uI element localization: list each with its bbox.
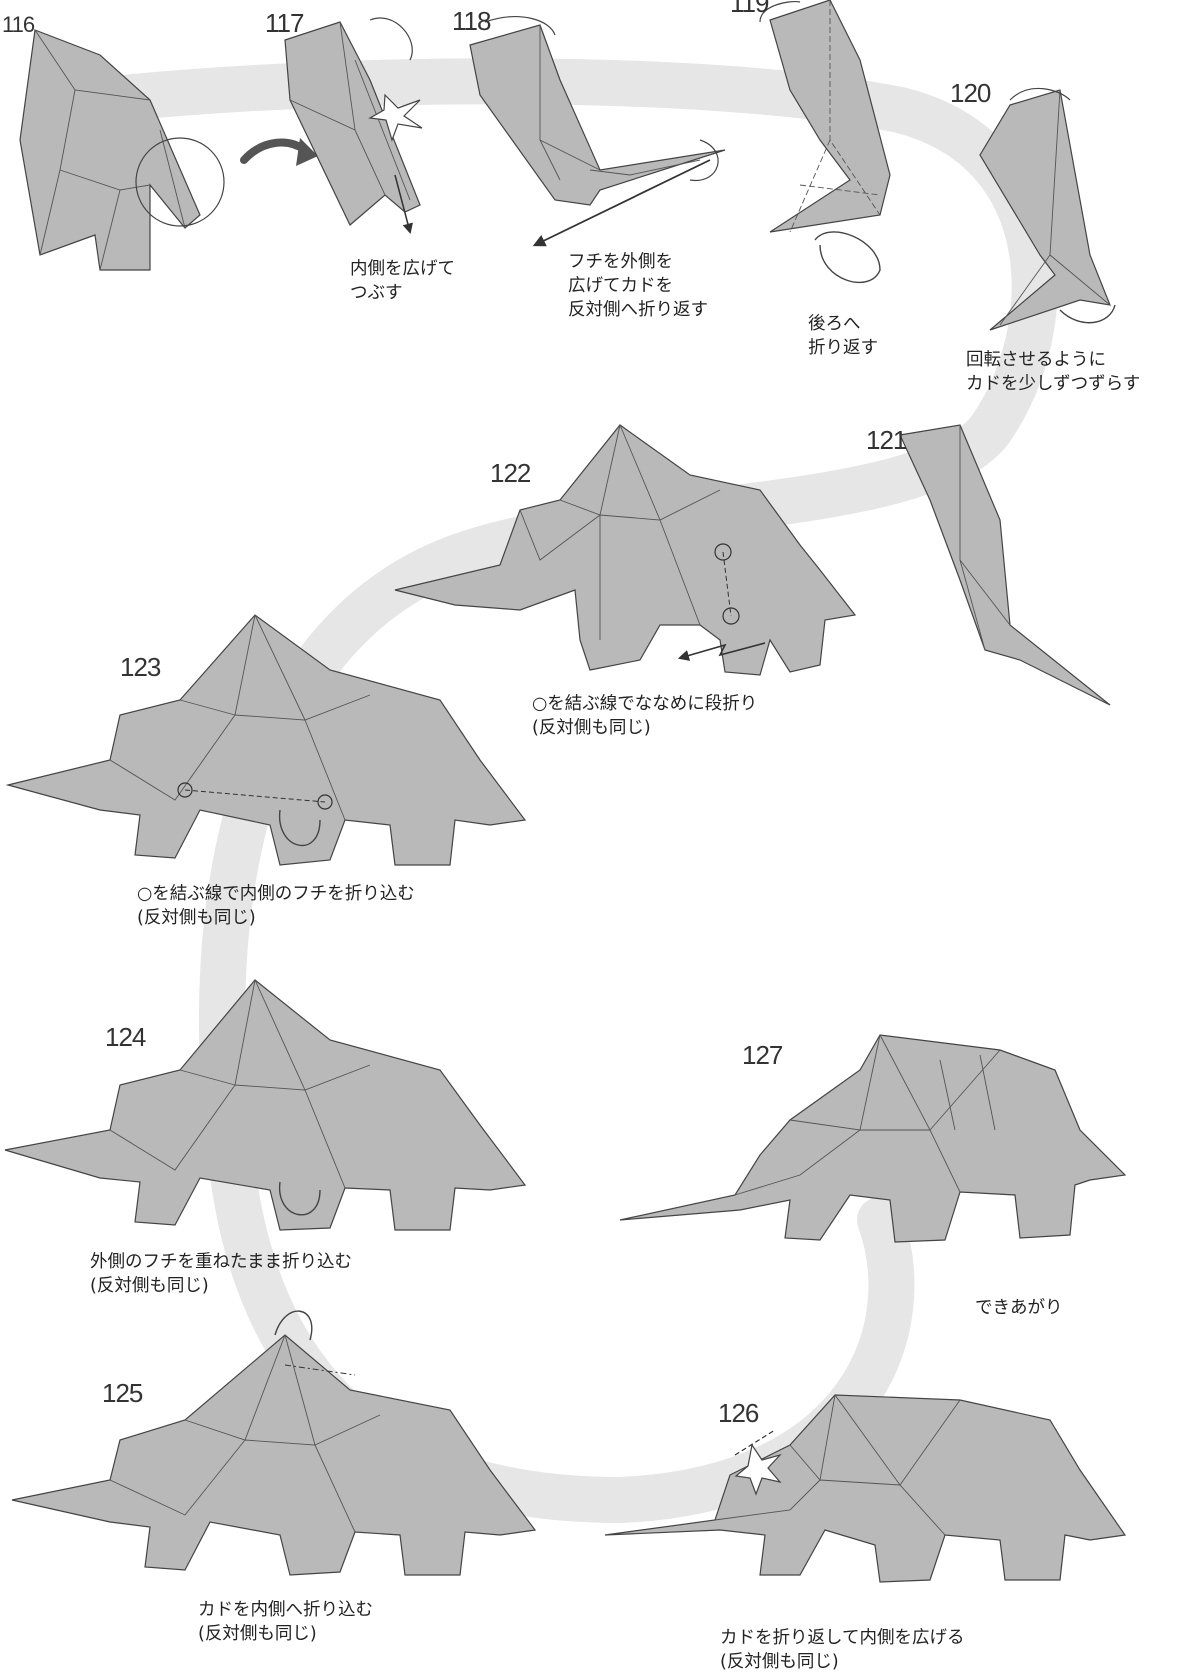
step-126-figure xyxy=(604,1394,1127,1583)
step-123-caption: ○を結ぶ線で内側のフチを折り込む(反対側も同じ) xyxy=(137,884,415,928)
step-122-caption: ○を結ぶ線でななめに段折り(反対側も同じ) xyxy=(532,694,758,738)
step-127-caption: できあがり xyxy=(975,1298,1063,1318)
step-number-122: 122 xyxy=(490,458,531,488)
step-119-figure xyxy=(759,0,891,284)
step-120-figure xyxy=(979,87,1116,331)
step-number-123: 123 xyxy=(120,652,161,682)
step-117-figure xyxy=(284,17,423,235)
step-116-figure xyxy=(19,29,318,271)
step-number-126: 126 xyxy=(718,1398,759,1428)
step-number-127: 127 xyxy=(742,1040,783,1070)
step-number-121: 121 xyxy=(866,425,907,455)
step-118-caption: フチを外側を広げてカドを反対側へ折り返す xyxy=(568,252,708,320)
step-125-figure xyxy=(11,1310,537,1576)
step-number-120: 120 xyxy=(950,78,991,108)
step-125-caption: カドを内側へ折り込む(反対側も同じ) xyxy=(198,1600,373,1644)
step-117-caption: 内側を広げてつぶす xyxy=(350,259,455,303)
step-123-figure xyxy=(5,614,527,866)
step-122-figure xyxy=(394,424,857,676)
step-number-116: 116 xyxy=(2,12,35,37)
step-127-figure xyxy=(619,1034,1127,1243)
step-120-caption: 回転させるようにカドを少しずつずらす xyxy=(966,350,1141,394)
step-124-caption: 外側のフチを重ねたまま折り込む(反対側も同じ) xyxy=(90,1252,352,1296)
step-119-caption: 後ろへ折り返す xyxy=(808,314,878,358)
step-121-figure xyxy=(899,424,1111,706)
step-118-figure xyxy=(469,16,726,247)
step-number-119: 119 xyxy=(730,0,769,18)
step-number-118: 118 xyxy=(452,6,491,36)
step-number-117: 117 xyxy=(265,8,304,38)
step-124-figure xyxy=(4,979,527,1231)
step-number-124: 124 xyxy=(105,1022,146,1052)
step-126-caption: カドを折り返して内側を広げる(反対側も同じ) xyxy=(720,1628,965,1672)
step-number-125: 125 xyxy=(102,1378,143,1408)
